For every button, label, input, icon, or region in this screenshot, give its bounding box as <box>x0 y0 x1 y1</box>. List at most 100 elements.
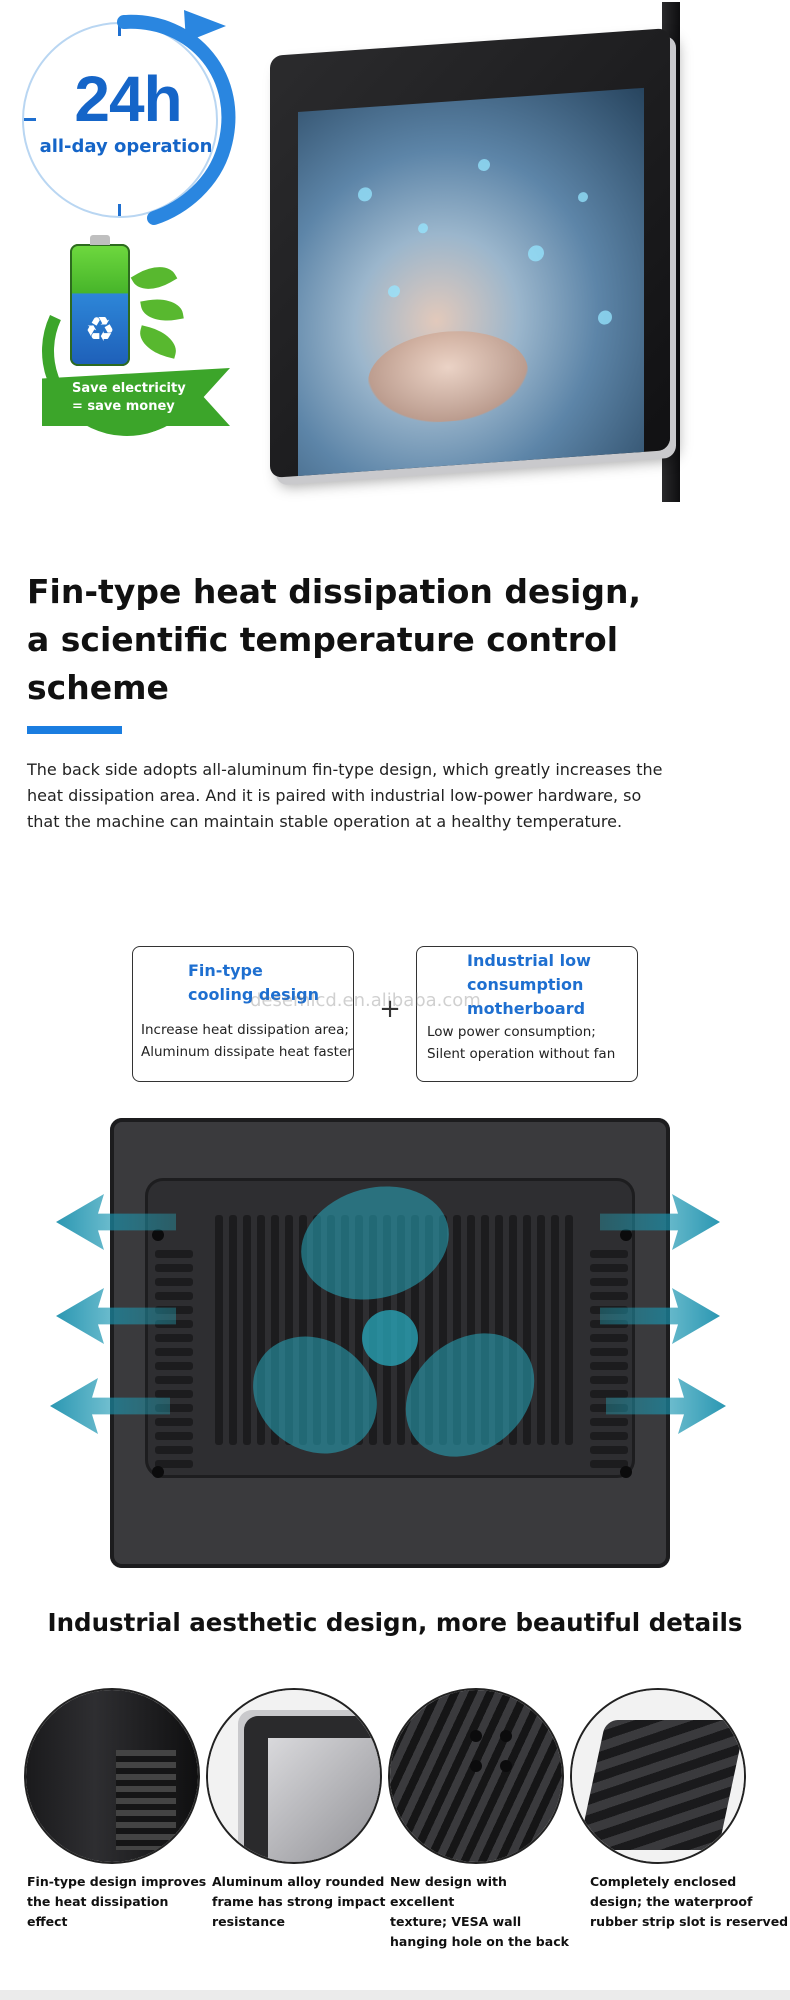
rubber-slot-icon <box>570 1688 746 1864</box>
vesa-hole <box>470 1730 482 1742</box>
eco-battery-icon: ♻ Save electricity = save money <box>18 235 238 460</box>
paragraph-line: heat dissipation area. And it is paired … <box>27 786 642 805</box>
caption-line: hanging hole on the back <box>390 1934 569 1949</box>
feature-card-motherboard: Industrial low consumption motherboard L… <box>416 946 638 1082</box>
title-line-2: a scientific temperature control <box>27 620 619 659</box>
heatsink-fin <box>229 1215 237 1445</box>
heatsink-fin <box>565 1215 573 1445</box>
card-desc-line: Increase heat dissipation area; <box>141 1022 349 1038</box>
fan-icon <box>362 1310 418 1366</box>
hero-banner: 24h all-day operation ♻ Save electricity… <box>0 0 790 540</box>
heatsink-fin <box>155 1264 193 1272</box>
recycle-icon: ♻ <box>84 310 116 350</box>
clock-arrow-icon <box>117 10 236 225</box>
heatsink-fin <box>299 1215 307 1445</box>
caption-line: resistance <box>212 1914 286 1929</box>
badge-all-day: all-day operation <box>39 136 213 157</box>
monitor-bezel <box>270 28 670 478</box>
detail-image <box>390 1690 562 1862</box>
card-title: Fin-type cooling design <box>188 959 319 1007</box>
caption-line: New design with excellent <box>390 1874 507 1909</box>
eco-line-2: = save money <box>72 399 175 414</box>
card-title-line: cooling design <box>188 985 320 1004</box>
heatsink-fin <box>285 1215 293 1445</box>
heat-section-paragraph: The back side adopts all-aluminum fin-ty… <box>27 757 687 835</box>
card-title-line: motherboard <box>467 999 586 1018</box>
heatsink-fin <box>271 1215 279 1445</box>
monitor-screen <box>298 87 644 477</box>
card-title-line: Industrial low <box>467 951 591 970</box>
clock-badge-icon: 24h all-day operation <box>18 10 236 225</box>
heatsink-fin <box>155 1404 193 1412</box>
caption-line: frame has strong impact <box>212 1894 386 1909</box>
caption-line: design; the waterproof <box>590 1894 753 1909</box>
card-title-line: consumption <box>467 975 584 994</box>
caption-line: Fin-type design improves <box>27 1874 207 1889</box>
detail-caption: New design with excellent texture; VESA … <box>390 1872 570 1952</box>
title-line-1: Fin-type heat dissipation design, <box>27 572 641 611</box>
sparkle <box>388 284 400 298</box>
heatsink-fin <box>590 1446 628 1454</box>
frame-corner-icon <box>206 1688 382 1864</box>
eco-ribbon-text: Save electricity = save money <box>72 380 232 416</box>
heatsink-fin <box>590 1362 628 1370</box>
fin-stripes <box>116 1750 176 1850</box>
heatsink-fin <box>155 1418 193 1426</box>
heatsink-fin <box>155 1334 193 1342</box>
heatsink-fin <box>467 1215 475 1445</box>
card-desc-line: Low power consumption; <box>427 1024 596 1040</box>
footer-strip <box>0 1990 790 2000</box>
caption-line: the heat dissipation effect <box>27 1894 169 1929</box>
heatsink-fin <box>155 1460 193 1468</box>
heatsink-fin <box>590 1376 628 1384</box>
panel-pc-image <box>270 2 682 508</box>
aesthetic-section-title: Industrial aesthetic design, more beauti… <box>47 1608 743 1637</box>
sparkle <box>578 191 588 203</box>
watermark: desemlcd.en.alibaba.com <box>250 990 481 1011</box>
heatsink-fin <box>590 1292 628 1300</box>
hand-graphic <box>368 325 528 428</box>
feature-card-fin: Fin-type cooling design Increase heat di… <box>132 946 354 1082</box>
sparkle <box>528 244 544 262</box>
heatsink-fin <box>453 1215 461 1445</box>
heatsink-fin <box>590 1250 628 1258</box>
sparkle <box>598 310 612 326</box>
clock-ring <box>22 22 218 218</box>
eco-line-1: Save electricity <box>72 381 186 396</box>
caption-line: Completely enclosed <box>590 1874 737 1889</box>
card-desc-line: Silent operation without fan <box>427 1046 616 1062</box>
eco-ribbon <box>42 368 230 426</box>
heatsink-fin <box>327 1215 335 1445</box>
heatsink-fin <box>355 1215 363 1445</box>
screw-hole <box>152 1229 164 1241</box>
heatsink-fin <box>341 1215 349 1445</box>
heatsink-fin <box>509 1215 517 1445</box>
caption-line: Aluminum alloy rounded <box>212 1874 385 1889</box>
heatsink-fin <box>243 1215 251 1445</box>
paragraph-line: The back side adopts all-aluminum fin-ty… <box>27 760 663 779</box>
card-desc-line: Aluminum dissipate heat faster <box>141 1044 353 1060</box>
heatsink-fin <box>590 1418 628 1426</box>
vesa-back-icon <box>388 1688 564 1864</box>
clock-tick <box>118 204 121 216</box>
card-desc: Increase heat dissipation area; Aluminum… <box>141 1019 353 1063</box>
plus-sign: + <box>379 994 401 1024</box>
screw-hole <box>620 1466 632 1478</box>
title-accent-bar <box>27 726 122 734</box>
vesa-hole <box>500 1760 512 1772</box>
heatsink-fin <box>155 1278 193 1286</box>
screw-hole <box>152 1466 164 1478</box>
card-desc: Low power consumption; Silent operation … <box>427 1021 615 1065</box>
vesa-hole <box>500 1730 512 1742</box>
heatsink-fin <box>551 1215 559 1445</box>
heatsink-fin <box>155 1432 193 1440</box>
title-line-3: scheme <box>27 668 169 707</box>
rubber-slot <box>578 1720 744 1850</box>
heatsink-fin <box>155 1292 193 1300</box>
frame-screen <box>268 1738 380 1862</box>
card-title: Industrial low consumption motherboard <box>467 949 591 1021</box>
sparkle <box>478 158 490 172</box>
heatsink-fin <box>155 1348 193 1356</box>
heatsink-fin <box>495 1215 503 1445</box>
heatsink-fin <box>590 1390 628 1398</box>
